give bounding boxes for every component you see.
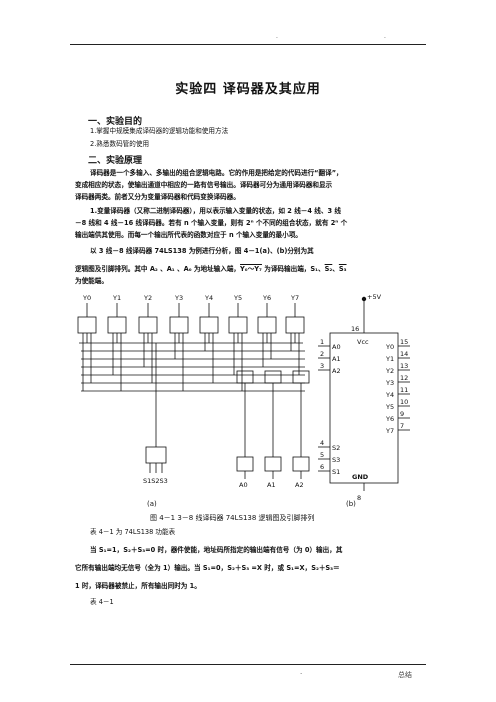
- pin-num: 10: [400, 398, 408, 406]
- pin-num: 9: [400, 410, 404, 418]
- text-run: 逻辑图及引脚排列。其中 A₂ 、A₁ 、A₀ 为地址输入端，: [75, 265, 241, 273]
- paragraph-line: 当 S₁=1，S₂＋S₃=0 时，器件使能，地址码所指定的输出端有信号（为 0）…: [90, 546, 343, 554]
- pin-num: 7: [400, 422, 404, 430]
- text-run-overline: Y₀～Y₇: [240, 265, 262, 273]
- pin-num: 4: [320, 439, 324, 447]
- pin-name: S1: [332, 468, 340, 476]
- section-1-heading: 一、实验目的: [88, 117, 143, 127]
- enable-label: S1S2S3: [143, 477, 168, 485]
- section-1-item-1: 1.掌握中规模集成译码器的逻辑功能和使用方法: [90, 127, 229, 135]
- text-run-overline: S₃: [338, 265, 347, 273]
- pin-name: Y4: [385, 391, 394, 399]
- pin8-label: 8: [357, 494, 361, 502]
- pin-name: Y7: [385, 427, 394, 435]
- header-dot-left: ·: [276, 35, 278, 42]
- text-run: 为译码输出端，S₁、: [261, 265, 325, 273]
- addr-label: A2: [295, 481, 304, 489]
- text-run: 、: [332, 265, 339, 273]
- pin-name: A0: [332, 343, 341, 351]
- footer-rule: [70, 664, 426, 665]
- output-label: Y2: [143, 294, 152, 302]
- paragraph-line: 逻辑图及引脚排列。其中 A₂ 、A₁ 、A₀ 为地址输入端，Y₀～Y₇ 为译码输…: [75, 264, 347, 275]
- pin-num: 13: [400, 362, 408, 370]
- table-label: 表 4－1: [90, 598, 114, 606]
- paragraph-line: 它所有输出端均无信号（全为 1）输出。当 S₁=0，S₂＋S₃ =X 时，或 S…: [75, 564, 340, 572]
- paragraph-line: 输出端供其使用。而每一个输出所代表的函数对应于 n 个输入变量的最小项。: [75, 231, 302, 239]
- header-rule: [70, 44, 426, 45]
- output-label: Y3: [174, 294, 183, 302]
- footer-right-text: 总结: [398, 671, 412, 679]
- paragraph-line: 为使能端。: [75, 277, 108, 285]
- paragraph-line: 表 4－1 为 74LS138 功能表: [90, 528, 176, 536]
- paragraph-line: 1 时，译码器被禁止，所有输出同时为 1。: [75, 582, 201, 590]
- pin-name: Y5: [385, 403, 394, 411]
- vcc-supply-label: +5V: [367, 293, 382, 301]
- footer-dot: ·: [300, 670, 303, 678]
- paragraph-line: 变成相应的状态，使输出通道中相应的一路有信号输出。译码器可分为通用译码器和显示: [75, 181, 333, 189]
- pin-num: 3: [320, 362, 324, 370]
- pin-name: Y0: [385, 343, 394, 351]
- paragraph-line: －8 线和 4 线－16 线译码器。若有 n 个输入变量，则有 2ⁿ 个不同的组…: [75, 219, 348, 227]
- chip-gnd-label: GND: [352, 473, 369, 481]
- output-label: Y7: [290, 294, 299, 302]
- paragraph-line: 以 3 线－8 线译码器 74LS138 为例进行分析，图 4－1(a)、(b)…: [90, 247, 314, 255]
- pin16-label: 16: [351, 325, 359, 333]
- paragraph-line: 1.变量译码器（又称二进制译码器），用以表示输入变量的状态，如 2 线－4 线、…: [90, 207, 341, 215]
- output-label: Y0: [82, 294, 91, 302]
- addr-label: A0: [239, 481, 248, 489]
- section-2-heading: 二、实验原理: [88, 156, 143, 166]
- pin-num: 5: [320, 451, 324, 459]
- paragraph-line: 译码器两类。前者又分为变量译码器和代码变换译码器。: [75, 193, 240, 201]
- pin-name: Y1: [385, 355, 394, 363]
- pin-name: A1: [332, 355, 341, 363]
- header-dot-right: ·: [384, 35, 386, 42]
- addr-label: A1: [267, 481, 276, 489]
- pin-num: 1: [320, 338, 324, 346]
- paragraph-line: 译码器是一个多输入、多输出的组合逻辑电路。它的作用是把给定的代码进行“翻译”，: [90, 169, 343, 177]
- pin-num: 6: [320, 463, 324, 471]
- pin-name: S2: [332, 444, 340, 452]
- pin-name: Y3: [385, 379, 394, 387]
- pin-num: 15: [400, 338, 408, 346]
- output-label: Y6: [262, 294, 271, 302]
- figure-caption: 图 4－1 3－8 线译码器 74LS138 逻辑图及引脚排列: [150, 514, 315, 522]
- figure-4-1: Y0 Y1 Y2 Y3 Y4 Y5 Y6 Y7 S1S2S3 A0 A1 A2 …: [77, 293, 410, 502]
- pin-num: 11: [400, 386, 408, 394]
- pin-num: 2: [320, 350, 324, 358]
- output-label: Y5: [233, 294, 242, 302]
- pin-num: 12: [400, 374, 408, 382]
- pin-name: Y6: [385, 415, 394, 423]
- page-title: 实验四 译码器及其应用: [175, 82, 321, 97]
- output-label: Y1: [112, 294, 121, 302]
- figure-label-a: (a): [147, 500, 157, 508]
- section-1-item-2: 2.熟悉数码管的使用: [90, 140, 150, 148]
- text-run-overline: S₂: [324, 265, 333, 273]
- chip-vcc-label: Vcc: [357, 338, 369, 346]
- pin-name: S3: [332, 456, 340, 464]
- output-label: Y4: [204, 294, 213, 302]
- figure-label-b: (b): [346, 500, 356, 508]
- pin-num: 14: [400, 350, 408, 358]
- pin-name: A2: [332, 367, 341, 375]
- pin-name: Y2: [385, 367, 394, 375]
